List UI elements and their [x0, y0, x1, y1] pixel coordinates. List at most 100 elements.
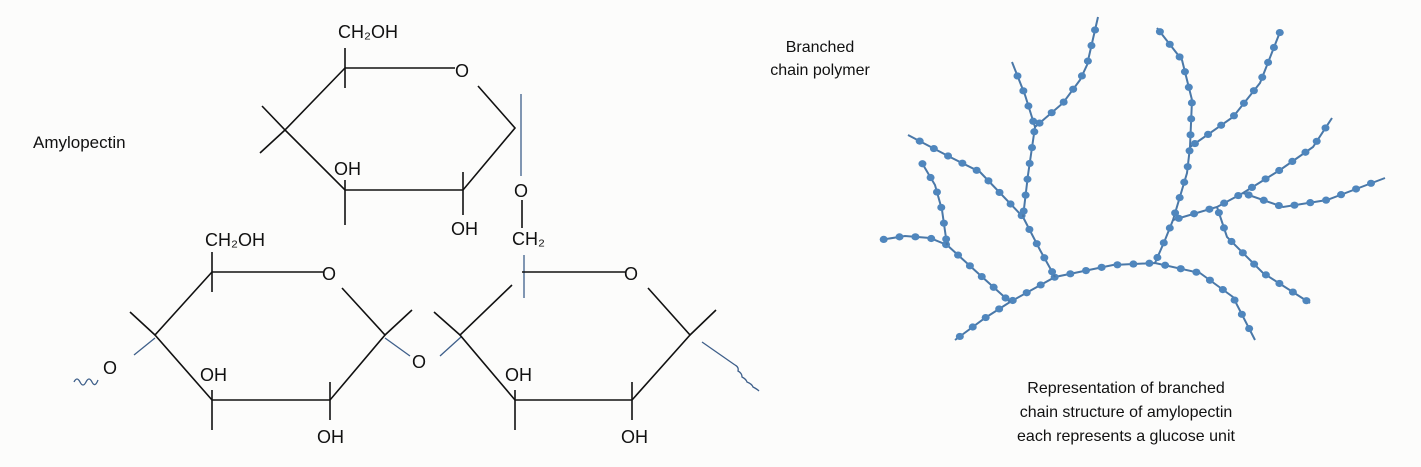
- glucose-unit-dot: [932, 188, 941, 196]
- terminal-oxygen-label: O: [103, 358, 117, 378]
- glucose-unit-dot: [1301, 148, 1310, 156]
- glucose-unit-dot: [1023, 175, 1032, 183]
- glucose-unit-dot: [984, 177, 993, 185]
- glucose-unit-dot: [1322, 196, 1331, 204]
- glucose-unit-dot: [1238, 249, 1247, 257]
- glucose-unit-dot: [927, 234, 936, 243]
- glucose-unit-dot: [955, 332, 964, 341]
- glucose-unit-dot: [918, 160, 927, 168]
- glucose-unit-dot: [1171, 209, 1180, 217]
- amylopectin-label: Amylopectin: [33, 133, 126, 152]
- hydroxyl-label: OH: [451, 219, 478, 239]
- glucose-unit-dot: [1077, 72, 1086, 80]
- chain-branch: [1216, 206, 1311, 304]
- glucose-unit-dot: [1274, 201, 1283, 210]
- chain-branch: [1034, 16, 1099, 128]
- glucose-unit-dot: [1312, 137, 1321, 145]
- glucose-unit-dot: [958, 159, 967, 167]
- glucose-unit-dot: [1069, 85, 1078, 93]
- glucose-unit-dot: [1097, 263, 1106, 271]
- ring-oxygen-label: O: [624, 264, 638, 284]
- glucose-unit-dot: [1175, 193, 1184, 202]
- glucose-unit-dot: [1083, 57, 1092, 65]
- glucose-unit-dot: [1249, 87, 1258, 95]
- glucose-unit-dot: [1258, 73, 1267, 81]
- glucose-unit-dot: [981, 313, 990, 322]
- chain-branch: [921, 162, 948, 246]
- glucose-unit-dot: [1352, 185, 1361, 193]
- glucose-unit-dot: [1185, 147, 1194, 155]
- glucose-unit-dot: [1059, 98, 1068, 106]
- chain-branch: [1154, 27, 1194, 264]
- ch2-label: CH₂: [512, 229, 545, 249]
- glucose-unit-dot: [926, 173, 935, 182]
- glucose-unit-dot: [1187, 99, 1196, 107]
- polymer-title-line: Branched: [786, 39, 855, 56]
- glucose-unit-dot: [1035, 119, 1044, 127]
- glucose-unit-dot: [1029, 117, 1038, 125]
- hydroxyl-label: OH: [334, 159, 361, 179]
- glycosidic-bond: [439, 336, 462, 357]
- glucose-unit-dot: [1275, 166, 1284, 175]
- glucose-unit-dot: [1229, 112, 1238, 120]
- glucose-unit-dot: [1190, 139, 1199, 148]
- glucose-unit-dot: [1047, 109, 1056, 117]
- glucose-unit-dot: [1190, 210, 1199, 218]
- glucose-unit-dot: [1288, 157, 1297, 166]
- glucose-unit-dot: [1145, 259, 1154, 267]
- glucose-unit-dot: [1192, 268, 1201, 276]
- glucose-unit-dot: [1264, 58, 1273, 66]
- hydroxyl-label: OH: [317, 427, 344, 447]
- glucose-unit-dot: [1220, 199, 1229, 207]
- ring-oxygen-label: O: [322, 264, 336, 284]
- glucose-unit-dot: [1175, 53, 1184, 61]
- glucose-unit-dot: [1022, 289, 1031, 297]
- glucose-unit-dot: [1155, 28, 1164, 36]
- glucose-unit-dot: [1214, 209, 1223, 217]
- glucose-unit-dot: [1290, 201, 1299, 209]
- glucose-unit-dot: [1180, 178, 1189, 186]
- glucose-unit-dot: [1048, 268, 1057, 276]
- glucose-unit-dot: [911, 233, 920, 241]
- glucose-unit-dot: [1204, 130, 1213, 139]
- glucose-unit-dot: [1066, 270, 1075, 278]
- glucose-unit-dot: [1219, 224, 1228, 232]
- glucose-unit-dot: [1008, 296, 1017, 305]
- glucose-unit-dot: [1367, 179, 1376, 187]
- glucose-unit-dot: [879, 235, 888, 244]
- glucose-unit-dot: [1288, 288, 1297, 296]
- glucose-unit-dot: [1244, 191, 1253, 199]
- glucose-unit-dot: [1161, 261, 1170, 269]
- hydroxyl-label: OH: [505, 365, 532, 385]
- chain-branch: [954, 261, 1256, 341]
- ch2oh-label: CH₂OH: [205, 230, 265, 250]
- glucose-unit-dot: [1261, 271, 1270, 279]
- glucose-unit-dot: [1174, 214, 1183, 222]
- glucose-unit-dot: [972, 166, 981, 174]
- glucose-unit-dot: [1306, 199, 1315, 207]
- right-glucose-ring: O OH OH: [433, 264, 760, 447]
- glucose-unit-dot: [1129, 260, 1138, 268]
- glucose-unit-dot: [1180, 68, 1189, 76]
- glucose-unit-dot: [915, 137, 924, 145]
- glucose-unit-dot: [1032, 240, 1041, 248]
- ch2oh-label: CH₂OH: [338, 22, 398, 42]
- glucose-unit-dot: [1269, 43, 1278, 52]
- glucose-unit-dot: [937, 203, 946, 212]
- glucose-unit-dot: [1234, 191, 1243, 200]
- glucose-unit-dot: [942, 235, 951, 243]
- alpha-1-6-linkage: O CH₂: [512, 94, 545, 298]
- left-glucose-ring: CH₂OH O OH OH O: [73, 230, 413, 447]
- glucose-unit-dot: [1024, 102, 1033, 110]
- glucose-unit-dot: [1019, 207, 1028, 215]
- glucose-unit-dot: [929, 144, 938, 153]
- glucose-unit-dot: [1187, 115, 1196, 123]
- glucose-unit-dot: [1176, 265, 1185, 273]
- glucose-unit-dot: [944, 152, 953, 160]
- glucose-unit-dot: [1217, 121, 1226, 129]
- glucose-unit-dot: [1113, 261, 1122, 269]
- glucose-unit-dot: [1019, 87, 1028, 95]
- glucose-unit-dot: [995, 188, 1004, 197]
- glucose-unit-dot: [1153, 253, 1162, 262]
